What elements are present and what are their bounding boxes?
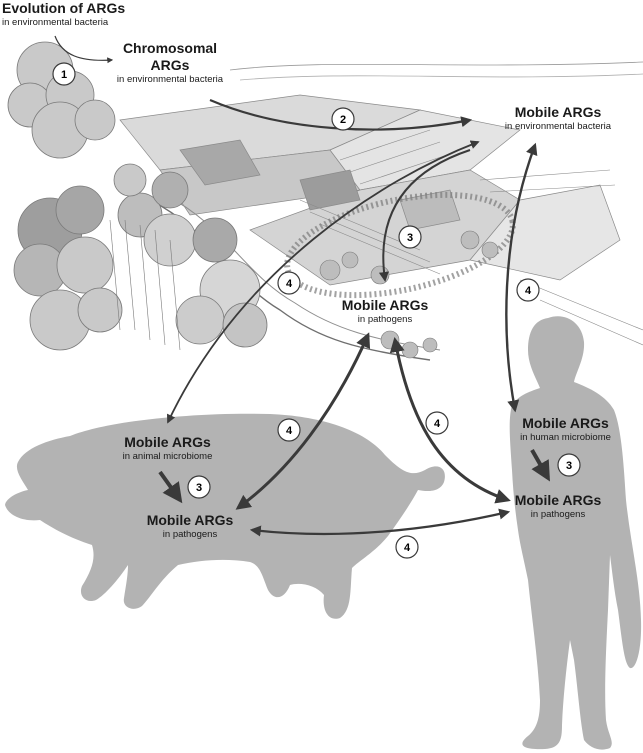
arrow-step-3-animal bbox=[158, 470, 183, 504]
step-4-pathogen-human-label: 4 bbox=[434, 418, 441, 430]
node-human-microbiome: Mobile ARGs in human microbiome bbox=[498, 415, 633, 444]
step-3-env-label: 3 bbox=[407, 232, 413, 244]
title-main: Evolution of ARGs bbox=[2, 0, 126, 16]
arrow-env-animal bbox=[167, 140, 480, 424]
env-mobile-sub: in environmental bacteria bbox=[504, 121, 612, 132]
env-pathogens-main: Mobile ARGs bbox=[341, 297, 429, 313]
step-4-animal-pathogen-marker: 4 bbox=[277, 418, 301, 442]
step-4-animal-human-marker: 4 bbox=[395, 535, 419, 559]
env-pathogens-sub: in pathogens bbox=[357, 314, 413, 325]
animal-microbiome-sub: in animal microbiome bbox=[122, 451, 213, 462]
arrow-step-3-human bbox=[530, 449, 550, 482]
step-3-animal-marker: 3 bbox=[187, 475, 211, 499]
step-markers: 1 2 3 4 4 4 4 4 3 3 bbox=[52, 62, 581, 559]
step-3-human-marker: 3 bbox=[557, 453, 581, 477]
step-2-marker: 2 bbox=[331, 107, 355, 131]
arrow-pathogen-human bbox=[389, 337, 511, 504]
step-1-marker: 1 bbox=[52, 62, 76, 86]
animal-pathogens-sub: in pathogens bbox=[162, 529, 218, 540]
node-env-pathogens: Mobile ARGs in pathogens bbox=[325, 297, 445, 326]
step-3-human-label: 3 bbox=[566, 460, 572, 472]
arrow-env-human bbox=[505, 142, 538, 413]
diagram-title: Evolution of ARGs in environmental bacte… bbox=[2, 0, 125, 29]
env-mobile-main: Mobile ARGs bbox=[514, 104, 602, 120]
human-microbiome-sub: in human microbiome bbox=[520, 432, 611, 443]
node-chromosomal-args: Chromosomal ARGs in environmental bacter… bbox=[100, 40, 240, 86]
step-4-env-human-marker: 4 bbox=[516, 278, 540, 302]
step-3-env-marker: 3 bbox=[398, 225, 422, 249]
human-pathogens-sub: in pathogens bbox=[530, 509, 586, 520]
step-4-env-human-label: 4 bbox=[525, 285, 532, 297]
arrow-animal-pathogen bbox=[235, 332, 371, 510]
step-4-env-animal-marker: 4 bbox=[277, 271, 301, 295]
chromosomal-line2: ARGs bbox=[150, 57, 190, 73]
node-env-mobile-args: Mobile ARGs in environmental bacteria bbox=[478, 104, 638, 133]
animal-pathogens-main: Mobile ARGs bbox=[146, 512, 234, 528]
title-sub: in environmental bacteria bbox=[2, 17, 109, 28]
node-human-pathogens: Mobile ARGs in pathogens bbox=[498, 492, 618, 521]
human-silhouette bbox=[509, 316, 642, 750]
step-2-label: 2 bbox=[340, 114, 346, 126]
arrow-step-2 bbox=[209, 98, 473, 131]
chromosomal-sub: in environmental bacteria bbox=[116, 74, 224, 85]
step-4-animal-human-label: 4 bbox=[404, 542, 411, 554]
human-microbiome-main: Mobile ARGs bbox=[522, 415, 609, 431]
title-arrow bbox=[54, 35, 114, 64]
human-pathogens-main: Mobile ARGs bbox=[514, 492, 602, 508]
node-animal-microbiome: Mobile ARGs in animal microbiome bbox=[95, 434, 240, 463]
chromosomal-line1: Chromosomal bbox=[122, 40, 218, 56]
animal-microbiome-main: Mobile ARGs bbox=[124, 434, 211, 450]
arrow-animal-human bbox=[249, 508, 511, 537]
step-1-label: 1 bbox=[61, 69, 67, 81]
step-4-env-animal-label: 4 bbox=[286, 278, 293, 290]
step-4-animal-pathogen-label: 4 bbox=[286, 425, 293, 437]
node-animal-pathogens: Mobile ARGs in pathogens bbox=[130, 512, 250, 541]
step-3-animal-label: 3 bbox=[196, 482, 202, 494]
step-4-pathogen-human-marker: 4 bbox=[425, 411, 449, 435]
